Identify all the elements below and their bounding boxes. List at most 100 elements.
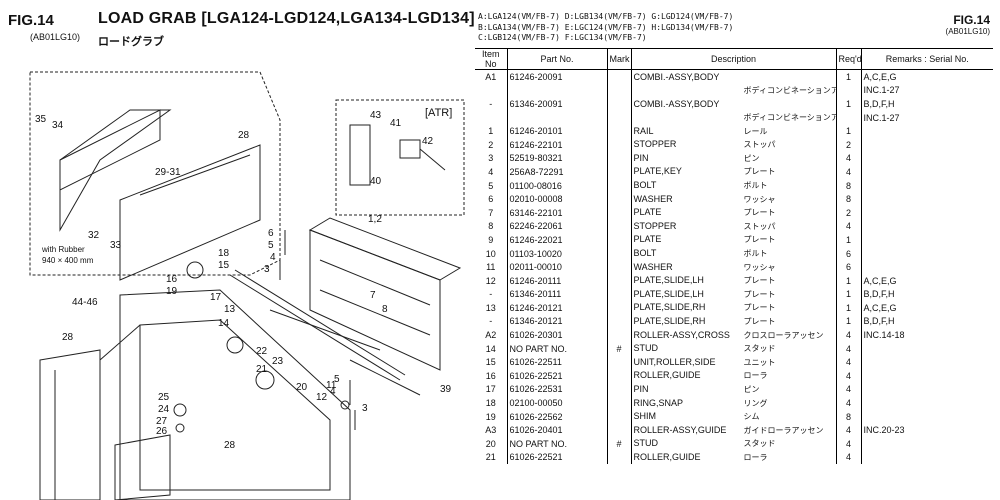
table-cell-remarks	[860, 192, 993, 206]
table-cell-mark	[606, 423, 631, 438]
table-cell-item	[475, 84, 507, 98]
table-cell-mark	[606, 83, 631, 98]
table-cell-part-no: 256A8-72291	[506, 165, 607, 179]
table-cell-qty: 6	[835, 260, 861, 274]
table-cell-remarks	[860, 382, 993, 397]
table-cell-qty: 4	[835, 151, 861, 166]
table-cell-part-no: 52519-80321	[506, 151, 607, 166]
table-cell-mark	[606, 205, 631, 220]
col-header-mark: Mark	[606, 48, 631, 70]
table-cell-mark	[606, 409, 631, 424]
description-jp: ピン	[743, 384, 760, 394]
description-en: STUD	[633, 438, 659, 449]
callout: 13	[224, 304, 236, 315]
table-cell-item: 8	[488, 221, 494, 232]
table-cell-item: 12	[485, 275, 496, 286]
table-cell-qty: 2	[835, 205, 861, 220]
page-title: LOAD GRAB [LGA124-LGD124,LGA134-LGD134]	[98, 10, 475, 27]
table-cell-remarks: A,C,E,G	[860, 273, 993, 288]
table-cell-qty: 4	[835, 165, 861, 179]
description-jp: スタッド	[743, 439, 776, 449]
table-cell-mark	[606, 97, 631, 111]
table-cell-item: 9	[488, 234, 494, 245]
description-jp: ストッパ	[743, 221, 776, 231]
table-cell-qty	[835, 83, 861, 98]
table-cell-qty: 6	[835, 246, 861, 261]
table-cell-remarks: B,D,F,H	[860, 314, 993, 329]
callout: 41	[390, 118, 402, 129]
table-cell-item: 4	[488, 166, 494, 177]
description-en: COMBI.-ASSY,BODY	[633, 98, 720, 109]
description-jp: ワッシャ	[743, 262, 776, 272]
callout: 29-31	[155, 167, 181, 178]
callout: 14	[218, 318, 230, 329]
callout: 12	[316, 392, 328, 403]
table-cell-qty: 4	[835, 423, 861, 438]
callout: 18	[218, 248, 230, 259]
callout: 20	[296, 382, 308, 393]
rubber-size-label: 940 × 400 mm	[42, 256, 94, 265]
callout: 23	[272, 356, 284, 367]
table-cell-remarks	[860, 355, 993, 370]
callout: 15	[218, 260, 230, 271]
table-cell-mark	[606, 69, 631, 84]
legend-line: A:LGA124(VM/FB-7) D:LGB134(VM/FB-7) G:LG…	[478, 12, 734, 21]
table-cell-part-no: 61026-22521	[506, 369, 607, 383]
description-en: STOPPER	[633, 220, 677, 231]
callout: 8	[382, 304, 388, 315]
description-en: WASHER	[633, 193, 673, 204]
legend-line: C:LGB124(VM/FB-7) F:LGC134(VM/FB-7)	[478, 33, 647, 42]
table-cell-item: 2	[488, 139, 494, 150]
table-cell-remarks: INC.14-18	[860, 328, 993, 342]
table-cell-part-no: 62246-22061	[506, 219, 607, 234]
table-cell-description: COMBI.-ASSY,BODY	[630, 69, 836, 84]
table-cell-part-no: 02011-00010	[506, 260, 607, 274]
table-cell-part-no: 61246-22021	[506, 233, 607, 247]
callout: 17	[210, 292, 222, 303]
table-cell-qty: 4	[835, 382, 861, 397]
model-legend: A:LGA124(VM/FB-7) D:LGB134(VM/FB-7) G:LG…	[478, 12, 733, 44]
page-subtitle: ロードグラブ	[98, 36, 164, 48]
figure-number-right: FIG.14	[953, 13, 990, 27]
table-cell-part-no: 61026-22511	[506, 355, 607, 370]
callout: 43	[370, 110, 382, 121]
description-en: PIN	[633, 152, 649, 163]
description-en: WASHER	[633, 261, 673, 272]
description-jp: プレート	[743, 208, 776, 218]
table-cell-remarks	[860, 450, 993, 465]
table-cell-remarks	[860, 151, 993, 166]
table-cell-remarks: B,D,F,H	[860, 97, 993, 111]
table-cell-part-no: 61026-22531	[506, 382, 607, 397]
table-cell-qty: 1	[835, 301, 861, 315]
table-cell-item: 18	[485, 398, 496, 409]
table-cell-remarks	[860, 137, 993, 152]
table-cell-description: ボディコンビネーションアッセン	[630, 110, 836, 125]
table-cell-part-no: 61026-20401	[506, 423, 607, 438]
table-cell-part-no: 61246-20121	[506, 301, 607, 315]
table-cell-mark	[606, 137, 631, 152]
table-cell-part-no: 02100-00050	[506, 396, 607, 410]
description-en: ROLLER-ASSY,CROSS	[633, 329, 730, 340]
description-en: UNIT,ROLLER,SIDE	[633, 356, 716, 367]
table-cell-item: A2	[485, 330, 497, 341]
table-cell-mark	[606, 396, 631, 410]
table-cell-qty: 8	[835, 192, 861, 206]
rubber-label: with Rubber	[41, 245, 85, 254]
table-cell-part-no: 61346-20121	[506, 314, 607, 329]
table-cell-remarks	[860, 178, 993, 193]
table-cell-description: STOPPER ストッパ	[630, 219, 836, 234]
description-en: ROLLER,GUIDE	[633, 451, 701, 462]
table-cell-remarks: INC.20-23	[860, 423, 993, 438]
callout: 40	[370, 176, 382, 187]
